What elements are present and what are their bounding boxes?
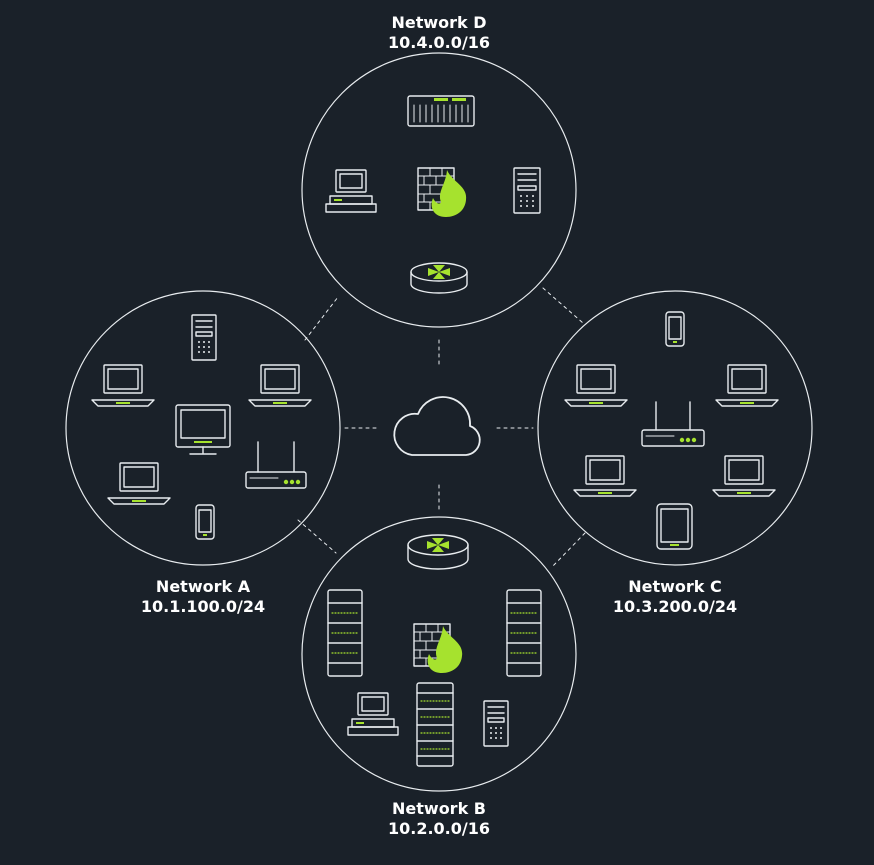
firewall-icon [417, 167, 467, 217]
connector-c-b [550, 532, 586, 569]
network-d-label: Network D 10.4.0.0/16 [339, 13, 539, 53]
dashed-connectors [297, 287, 586, 569]
smartphone-icon [665, 311, 685, 347]
laptop-icon [107, 462, 171, 505]
laptop-icon [248, 364, 312, 407]
network-a-label: Network A 10.1.100.0/24 [103, 577, 303, 617]
network-b-cidr: 10.2.0.0/16 [387, 819, 490, 838]
connector-a-b [297, 519, 337, 554]
network-d-name: Network D [391, 13, 487, 32]
desktop-computer-icon [347, 692, 399, 736]
monitor-icon [175, 404, 231, 455]
switch-icon [407, 95, 475, 127]
firewall-flame-icon [431, 170, 467, 217]
server-tower-icon [513, 167, 541, 214]
network-c-cidr: 10.3.200.0/24 [612, 597, 738, 616]
laptop-icon [91, 364, 155, 407]
server-tower-icon [191, 314, 217, 361]
network-d-cidr: 10.4.0.0/16 [387, 33, 490, 52]
network-c-circle [537, 290, 813, 566]
tablet-icon [656, 503, 693, 550]
network-a-cidr: 10.1.100.0/24 [140, 597, 266, 616]
router-icon [407, 534, 469, 570]
firewall-icon [413, 623, 463, 673]
laptop-icon [712, 455, 776, 497]
laptop-icon [573, 455, 637, 497]
server-rack-icon [327, 589, 363, 677]
network-b-name: Network B [392, 799, 486, 818]
laptop-icon [715, 364, 779, 407]
server-tower-icon [483, 700, 509, 747]
firewall-flame-icon [427, 626, 463, 673]
desktop-computer-icon [325, 169, 377, 213]
smartphone-icon [195, 504, 215, 540]
laptop-icon [564, 364, 628, 407]
network-a-name: Network A [155, 577, 251, 596]
wifi-router-icon [245, 441, 307, 489]
network-c-label: Network C 10.3.200.0/24 [575, 577, 775, 617]
connector-a-d [304, 296, 339, 341]
network-b-label: Network B 10.2.0.0/16 [339, 799, 539, 839]
cloud-icon [393, 396, 481, 456]
server-rack-icon [416, 682, 454, 767]
network-d-circle [301, 52, 577, 328]
network-b-circle [301, 516, 577, 792]
wifi-router-icon [641, 401, 705, 447]
router-icon [410, 262, 468, 294]
network-c-name: Network C [628, 577, 722, 596]
server-rack-icon [506, 589, 542, 677]
network-a-circle [65, 290, 341, 566]
connector-c-d [542, 287, 584, 324]
